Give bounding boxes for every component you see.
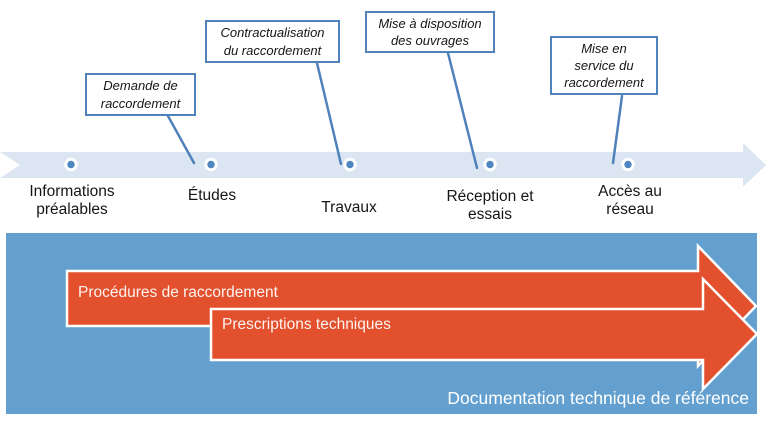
callout-mise-en-service-du-raccordement: Mise en service du raccordement bbox=[550, 36, 658, 95]
connector-line-demande bbox=[166, 114, 196, 165]
milestone-label-informations-prealables: Informations préalables bbox=[29, 183, 115, 218]
timeline-arrow bbox=[0, 143, 766, 187]
connector-line-mise-en-service bbox=[611, 94, 624, 165]
milestone-label-reception-et-essais: Réception et essais bbox=[446, 188, 534, 223]
documentation-caption: Documentation technique de référence bbox=[447, 388, 749, 408]
prescriptions-arrow bbox=[209, 275, 759, 393]
milestone-dot-etudes bbox=[204, 157, 218, 172]
milestone-dot-informations bbox=[64, 157, 78, 172]
connector-line-mise-a-disposition bbox=[446, 51, 479, 170]
milestone-dot-reception bbox=[483, 157, 497, 172]
milestone-label-travaux: Travaux bbox=[321, 199, 377, 216]
milestone-label-etudes: Études bbox=[187, 187, 237, 204]
callout-mise-a-disposition-des-ouvrages: Mise à disposition des ouvrages bbox=[365, 11, 495, 53]
connector-line-contractualisation bbox=[315, 61, 343, 166]
callout-demande-de-raccordement: Demande de raccordement bbox=[85, 73, 196, 116]
milestone-dot-acces bbox=[621, 157, 635, 172]
milestone-dot-travaux bbox=[343, 157, 357, 172]
milestone-label-acces-au-reseau: Accès au réseau bbox=[598, 183, 662, 218]
procedures-arrow-label: Procédures de raccordement bbox=[78, 284, 278, 301]
callout-contractualisation-du-raccordement: Contractualisation du raccordement bbox=[205, 20, 340, 63]
prescriptions-arrow-label: Prescriptions techniques bbox=[222, 316, 391, 333]
